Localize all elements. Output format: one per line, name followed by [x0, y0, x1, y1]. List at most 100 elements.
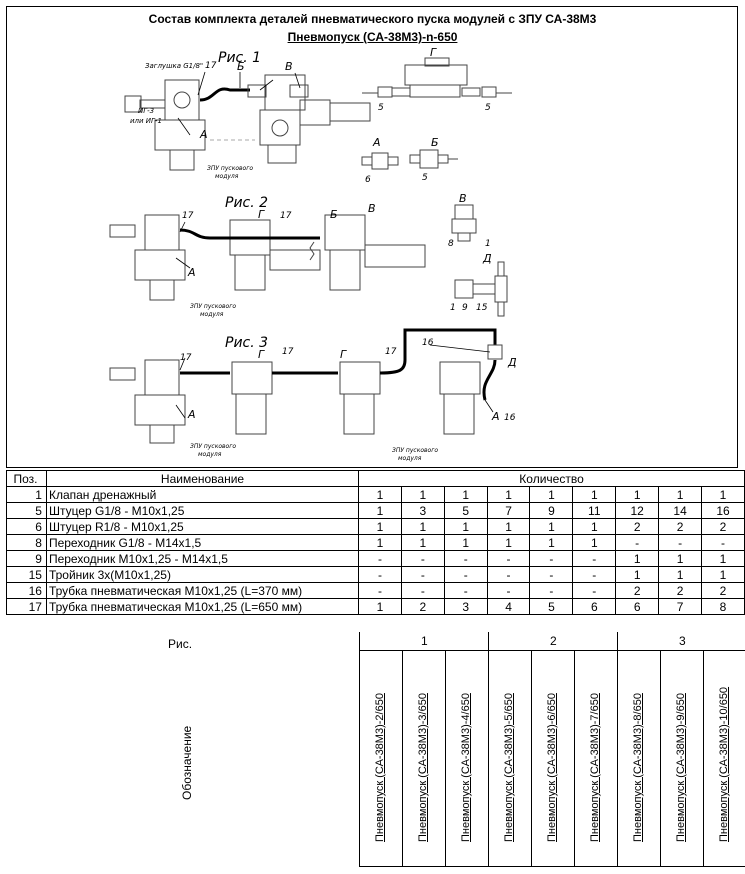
- cell-qty: 3: [443, 598, 488, 615]
- num-9-detail-d: 9: [462, 303, 468, 313]
- cell-name: Тройник 3х(М10х1,25): [45, 566, 360, 583]
- letter-b-fig1: Б: [237, 60, 245, 73]
- cell-qty: 1: [658, 566, 703, 583]
- cell-qty: 1: [443, 534, 488, 551]
- cell-qty: -: [400, 566, 445, 583]
- column-divider: [488, 632, 489, 866]
- bottom-border: [359, 866, 745, 867]
- designation-2: Пневмопуск (СА-38М3)-3/650: [417, 693, 429, 842]
- detail-g: [362, 57, 512, 98]
- num-17-fig3a: 17: [180, 353, 192, 363]
- cell-qty: 1: [572, 518, 617, 535]
- detail-v-d: [451, 204, 508, 317]
- cell-qty: 1: [572, 486, 617, 503]
- cell-qty: 8: [701, 598, 745, 615]
- letter-g-fig3a: Г: [258, 348, 265, 361]
- cell-qty: 1: [358, 534, 402, 551]
- fig1-label: Рис. 1: [218, 50, 261, 66]
- module-fig1-right: [210, 74, 371, 164]
- ig-label: ИГ-3: [138, 107, 154, 115]
- cell-qty: 1: [658, 486, 703, 503]
- cell-qty: 1: [443, 486, 488, 503]
- designation-6: Пневмопуск (СА-38М3)-7/650: [589, 693, 601, 842]
- cell-qty: 2: [615, 582, 660, 599]
- cell-qty: 2: [615, 518, 660, 535]
- ris-group-1: 1: [421, 634, 428, 648]
- letter-g-fig2: Г: [258, 208, 265, 221]
- zpu-fig2-2: модуля: [200, 311, 224, 318]
- cell-qty: -: [529, 582, 574, 599]
- cell-qty: 11: [572, 502, 617, 519]
- cell-qty: -: [400, 550, 445, 567]
- cell-qty: 1: [615, 550, 660, 567]
- num-5-right: 5: [485, 103, 491, 113]
- cell-qty: 1: [615, 486, 660, 503]
- cell-qty: 14: [658, 502, 703, 519]
- cell-qty: -: [486, 550, 531, 567]
- column-divider: [617, 632, 618, 866]
- letter-g-fig3b: Г: [340, 348, 347, 361]
- cell-qty: 16: [701, 502, 745, 519]
- leader-lines: [175, 71, 494, 419]
- cell-qty: 1: [658, 550, 703, 567]
- letter-a-fig3b: А: [491, 410, 500, 423]
- ris-group-3: 3: [679, 634, 686, 648]
- cell-qty: -: [701, 534, 745, 551]
- cell-qty: -: [572, 582, 617, 599]
- cell-qty: 1: [400, 518, 445, 535]
- cell-poz: 15: [6, 566, 47, 583]
- num-17-fig3c: 17: [385, 347, 397, 357]
- letter-d-fig3: Д: [507, 356, 517, 369]
- cell-poz: 9: [6, 550, 47, 567]
- designation-4: Пневмопуск (СА-38М3)-5/650: [503, 693, 515, 842]
- letter-b-detail: Б: [431, 136, 439, 149]
- cell-qty: 1: [572, 534, 617, 551]
- cell-poz: 6: [6, 518, 47, 535]
- designation-9: Пневмопуск (СА-38М3)-10/650: [718, 686, 730, 842]
- zpu-fig1-2: модуля: [215, 173, 239, 180]
- cell-name: Переходник G1/8 - М14х1,5: [45, 534, 360, 551]
- cell-qty: -: [529, 550, 574, 567]
- num-5-detail: 5: [422, 173, 428, 183]
- cell-qty: 1: [400, 534, 445, 551]
- cell-qty: 4: [486, 598, 531, 615]
- document-subtitle: Пневмопуск (СА-38М3)-n-650: [287, 30, 458, 44]
- column-divider: [445, 650, 446, 866]
- drawing-frame: [6, 6, 738, 468]
- column-divider: [531, 650, 532, 866]
- letter-d-detail: Д: [482, 252, 492, 265]
- num-17-fig2b: 17: [280, 211, 292, 221]
- cell-qty: -: [572, 550, 617, 567]
- document-title: Состав комплекта деталей пневматического…: [148, 12, 597, 26]
- zpu-fig2-1: ЗПУ пускового: [190, 303, 236, 310]
- ili-label: или ИГ-1: [130, 117, 162, 125]
- header-qty: Количество: [358, 470, 745, 487]
- cell-qty: 1: [615, 566, 660, 583]
- header-name: Наименование: [45, 470, 360, 487]
- cell-qty: 1: [443, 518, 488, 535]
- zaglushka-label: Заглушка G1/8": [145, 62, 203, 70]
- zpu-fig3b-1: ЗПУ пускового: [392, 447, 438, 454]
- cell-name: Штуцер R1/8 - M10x1,25: [45, 518, 360, 535]
- column-divider: [359, 632, 360, 866]
- zpu-fig3b-2: модуля: [398, 455, 422, 462]
- num-17-fig2a: 17: [182, 211, 194, 221]
- zpu-fig3a-1: ЗПУ пускового: [190, 443, 236, 450]
- cell-qty: 1: [486, 486, 531, 503]
- cell-poz: 8: [6, 534, 47, 551]
- num-17-fig1: 17: [205, 61, 217, 71]
- cell-qty: 6: [572, 598, 617, 615]
- cell-qty: -: [658, 534, 703, 551]
- column-divider: [574, 650, 575, 866]
- cell-qty: 1: [701, 566, 745, 583]
- cell-qty: -: [358, 550, 402, 567]
- detail-a-b: [361, 149, 458, 170]
- assembly-drawing: Рис. 1 Рис. 2 Рис. 3 Заглушка G1/8" ИГ-3…: [109, 46, 517, 462]
- cell-qty: 1: [486, 534, 531, 551]
